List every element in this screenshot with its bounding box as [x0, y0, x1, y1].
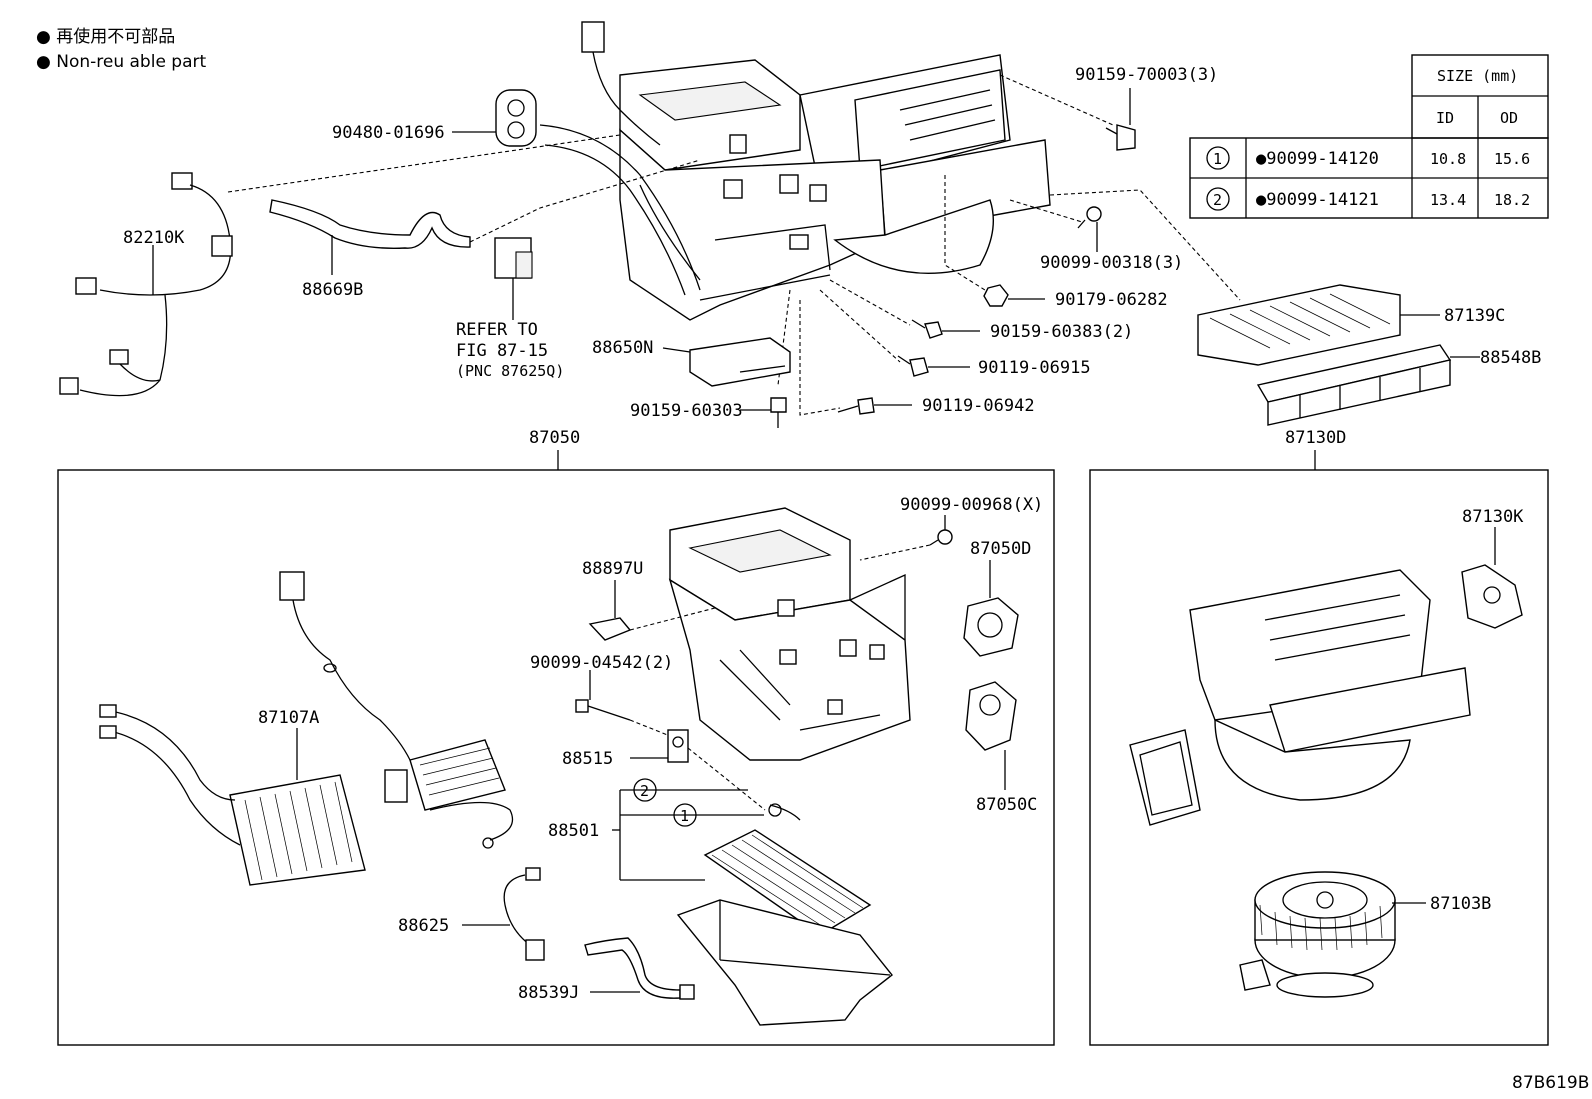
size-table: SIZE (mm) ID OD 1 ●90099-14120 10.8 15.6…	[1189, 54, 1549, 219]
wire-harness-82210K	[59, 172, 233, 397]
blower-motor-87103B	[1239, 871, 1396, 998]
label-90179-06282: 90179-06282	[1055, 290, 1168, 310]
nut-90179-06282	[983, 284, 1009, 307]
label-90119-06915: 90119-06915	[978, 358, 1091, 378]
screw-90159-60303	[770, 397, 787, 428]
bolt-90099-04542	[575, 699, 631, 721]
size-row-2-part: ●90099-14121	[1256, 190, 1379, 210]
label-87107A: 87107A	[258, 708, 319, 728]
valve-88515	[667, 729, 689, 763]
label-87103B: 87103B	[1430, 894, 1491, 914]
label-90480-01696: 90480-01696	[332, 123, 445, 143]
label-88650N: 88650N	[592, 338, 653, 358]
size-row-1-od: 15.6	[1494, 150, 1530, 168]
od-header: OD	[1500, 109, 1518, 127]
label-82210K: 82210K	[123, 228, 185, 248]
label-90159-60383: 90159-60383(2)	[990, 322, 1133, 342]
hvac-unit-assembly	[539, 21, 1051, 321]
label-88515: 88515	[562, 749, 613, 769]
label-88625: 88625	[398, 916, 449, 936]
circle-mark-1	[673, 803, 697, 827]
label-87050D: 87050D	[970, 539, 1031, 559]
actuator-87130K	[1461, 564, 1523, 629]
label-88539J: 88539J	[518, 983, 579, 1003]
grommet-90480	[495, 89, 537, 147]
sensor-88625	[503, 867, 545, 961]
bolt-90159-60383	[911, 319, 943, 339]
servo-87050D	[963, 597, 1019, 657]
heater-core-87107A	[99, 704, 366, 886]
hvac-case-87050	[668, 507, 911, 761]
circle-mark-1-text: 1	[680, 807, 689, 825]
frame-88548B	[1256, 344, 1452, 426]
ptc-heater-assembly	[279, 571, 514, 849]
size-row-1-id: 10.8	[1430, 150, 1466, 168]
label-88548B: 88548B	[1480, 348, 1541, 368]
size-row-2-id: 13.4	[1430, 191, 1466, 209]
screw-90099-00968	[929, 529, 953, 546]
id-header: ID	[1436, 109, 1454, 127]
refer-line-3: (PNC 87625Q)	[456, 362, 564, 380]
group-box-87050	[57, 469, 1055, 1046]
label-87050: 87050	[529, 428, 580, 448]
label-90119-06942: 90119-06942	[922, 396, 1035, 416]
blower-case-87130D	[1129, 569, 1471, 826]
group-box-87130D	[1089, 469, 1549, 1046]
bolt-90119-06942	[837, 397, 875, 415]
label-90099-04542: 90099-04542(2)	[530, 653, 673, 673]
size-header: SIZE (mm)	[1437, 67, 1518, 85]
label-90099-00968: 90099-00968(X)	[900, 495, 1043, 515]
size-row-2-od: 18.2	[1494, 191, 1530, 209]
refer-line-1: REFER TO	[456, 320, 538, 340]
label-90099-00318: 90099-00318(3)	[1040, 253, 1183, 273]
size-row-1-part: ●90099-14120	[1256, 149, 1379, 169]
hose-88539J	[584, 937, 695, 1000]
label-88897U: 88897U	[582, 559, 643, 579]
bolt-90159-70003	[1105, 124, 1136, 151]
lower-case-tray	[676, 899, 893, 1026]
size-row-2-mark: 2	[1213, 191, 1222, 209]
ecu-88650N	[689, 337, 791, 387]
label-87130D: 87130D	[1285, 428, 1346, 448]
refer-line-2: FIG 87-15	[456, 341, 548, 361]
label-87050C: 87050C	[976, 795, 1037, 815]
label-87139C: 87139C	[1444, 306, 1505, 326]
servo-87050C	[965, 681, 1017, 751]
legend-line-japanese: ● 再使用不可部品	[36, 26, 175, 47]
label-90159-70003: 90159-70003(3)	[1075, 65, 1218, 85]
sensor-88897U	[588, 617, 632, 641]
size-row-1-mark: 1	[1213, 150, 1222, 168]
label-88669B: 88669B	[302, 280, 363, 300]
label-90159-60303: 90159-60303	[630, 401, 743, 421]
legend-line-english: ● Non-reu able part	[36, 52, 207, 72]
circle-mark-2	[633, 778, 657, 802]
label-87130K: 87130K	[1462, 507, 1524, 527]
circle-mark-2-text: 2	[640, 782, 649, 800]
label-88501: 88501	[548, 821, 599, 841]
bolt-90119-06915	[897, 355, 929, 377]
filter-87139C	[1197, 284, 1401, 366]
screw-90099-00318	[1077, 206, 1102, 229]
hose-88669B	[269, 199, 471, 249]
figure-code: 87B619B	[1512, 1073, 1589, 1093]
evaporator-88501	[703, 803, 872, 936]
connector-refer	[494, 237, 533, 279]
